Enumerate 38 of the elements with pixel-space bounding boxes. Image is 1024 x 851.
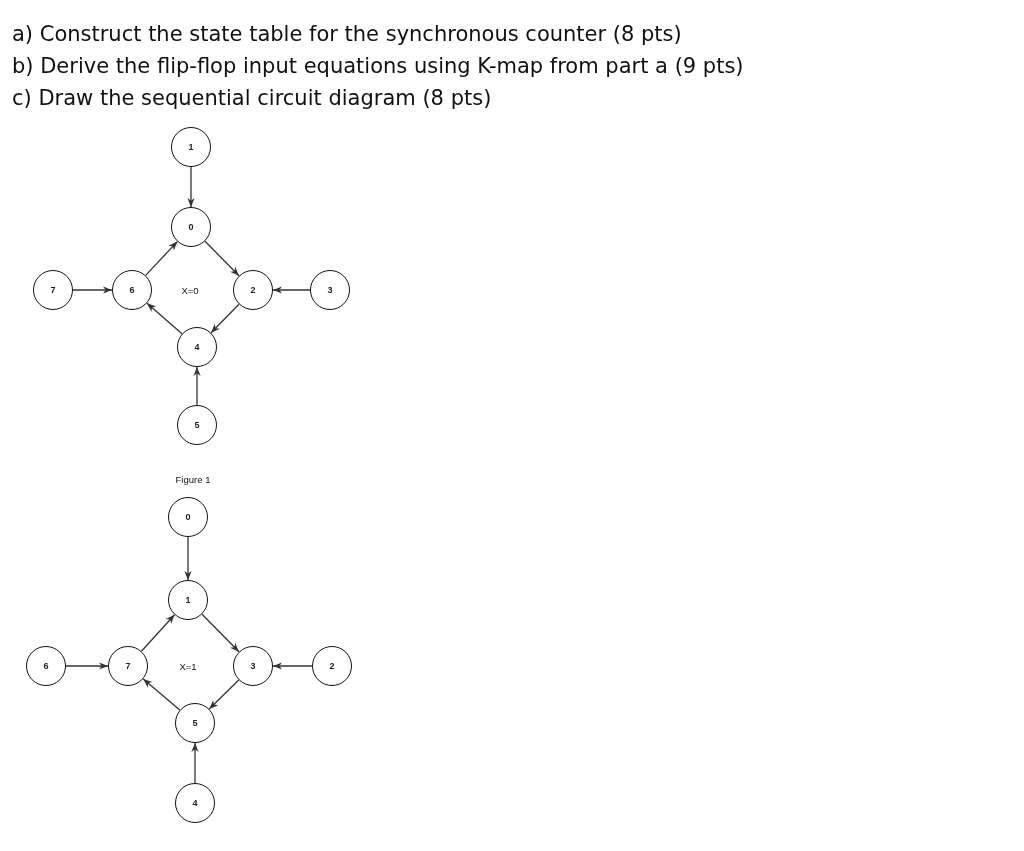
transition-arrow [72, 286, 113, 294]
condition-label: X=0 [181, 284, 199, 296]
transition-arrow [187, 166, 195, 208]
condition-label: X=1 [179, 660, 197, 672]
state-circle: 7 [108, 646, 148, 686]
transition-arrow [184, 536, 192, 581]
transition-arrow [193, 366, 201, 406]
state-circle: 7 [33, 270, 73, 310]
state-circle: 2 [233, 270, 273, 310]
question-text: a) Construct the state table for the synchronous counter (8 pts) [12, 22, 682, 46]
state-circle: 1 [168, 580, 208, 620]
state-circle: 0 [171, 207, 211, 247]
transition-arrow [210, 303, 240, 334]
transition-arrow [201, 613, 240, 653]
transition-arrow [208, 679, 240, 710]
state-circle: 3 [233, 646, 273, 686]
transition-arrow [204, 240, 240, 277]
transition-arrow [65, 662, 109, 670]
state-circle: 2 [312, 646, 352, 686]
question-text: b) Derive the flip-flop input equations using K-map from part a (9 pts) [12, 54, 744, 78]
transition-arrow [272, 286, 311, 294]
transition-arrow [146, 302, 183, 335]
state-circle: 1 [171, 127, 211, 167]
state-circle: 6 [26, 646, 66, 686]
transition-arrow [142, 678, 181, 711]
state-circle: 5 [175, 703, 215, 743]
transition-arrow [145, 240, 178, 277]
transition-arrow [191, 742, 199, 784]
state-circle: 4 [177, 327, 217, 367]
figure-caption: Figure 1 [175, 473, 211, 485]
question-text: c) Draw the sequential circuit diagram (8 pts) [12, 86, 492, 110]
transition-arrow [140, 614, 176, 652]
transition-arrow [272, 662, 313, 670]
state-circle: 6 [112, 270, 152, 310]
state-circle: 5 [177, 405, 217, 445]
state-circle: 3 [310, 270, 350, 310]
state-circle: 0 [168, 497, 208, 537]
state-circle: 4 [175, 783, 215, 823]
